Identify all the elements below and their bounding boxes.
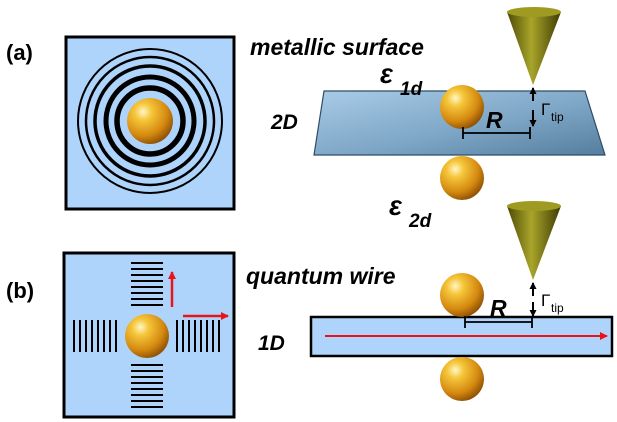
stm-tip-a bbox=[507, 12, 561, 85]
stripes-left bbox=[73, 320, 117, 352]
panel-a-top-view bbox=[64, 35, 236, 211]
epsilon-bottom-symbol: ε bbox=[389, 191, 403, 221]
panel-a: (a) metallic surface 2D ε 1d ε 2d bbox=[6, 7, 606, 232]
impurity-sphere-lower-a bbox=[440, 156, 484, 200]
panel-a-label: (a) bbox=[6, 40, 33, 65]
stm-tip-b-top bbox=[507, 201, 561, 211]
concentric-rings bbox=[77, 48, 223, 194]
epsilon-top-label: ε 1d bbox=[380, 59, 423, 100]
surface-title-a: metallic surface bbox=[250, 34, 424, 60]
stm-tip-b bbox=[507, 206, 561, 280]
dimension-label-a: 2D bbox=[270, 111, 298, 134]
panel-b-label: (b) bbox=[6, 278, 34, 303]
epsilon-top-subscript: 1d bbox=[400, 79, 423, 100]
epsilon-top-symbol: ε bbox=[380, 59, 394, 89]
ring-3 bbox=[93, 64, 207, 178]
gamma-subscript-b: tip bbox=[551, 301, 564, 315]
dimension-label-b: 1D bbox=[258, 332, 285, 355]
epsilon-bottom-label: ε 2d bbox=[389, 191, 432, 232]
ring-1 bbox=[77, 48, 223, 194]
surface-title-b: quantum wire bbox=[246, 263, 396, 289]
stripes-right bbox=[176, 320, 220, 352]
impurity-sphere-upper-a bbox=[440, 85, 484, 129]
distance-label-b: R bbox=[490, 295, 507, 321]
stripes-bottom bbox=[131, 364, 163, 408]
ring-4 bbox=[103, 74, 197, 168]
stm-tip-a-top bbox=[507, 7, 561, 17]
gamma-subscript-a: tip bbox=[551, 110, 564, 124]
impurity-sphere-lower-b bbox=[440, 357, 484, 401]
impurity-sphere-upper-b bbox=[440, 273, 484, 317]
impurity-sphere-top-a bbox=[127, 98, 173, 144]
stripes-top bbox=[131, 262, 163, 306]
gamma-symbol-b: Γ bbox=[541, 291, 550, 310]
distance-label-a: R bbox=[486, 107, 503, 133]
epsilon-bottom-subscript: 2d bbox=[408, 211, 432, 232]
panel-b-top-view bbox=[62, 251, 236, 419]
panel-b: (b) bbox=[6, 201, 614, 419]
gamma-symbol-a: Γ bbox=[541, 100, 550, 119]
ring-5 bbox=[114, 85, 186, 157]
impurity-sphere-top-b bbox=[125, 314, 169, 358]
ring-2 bbox=[84, 55, 216, 187]
